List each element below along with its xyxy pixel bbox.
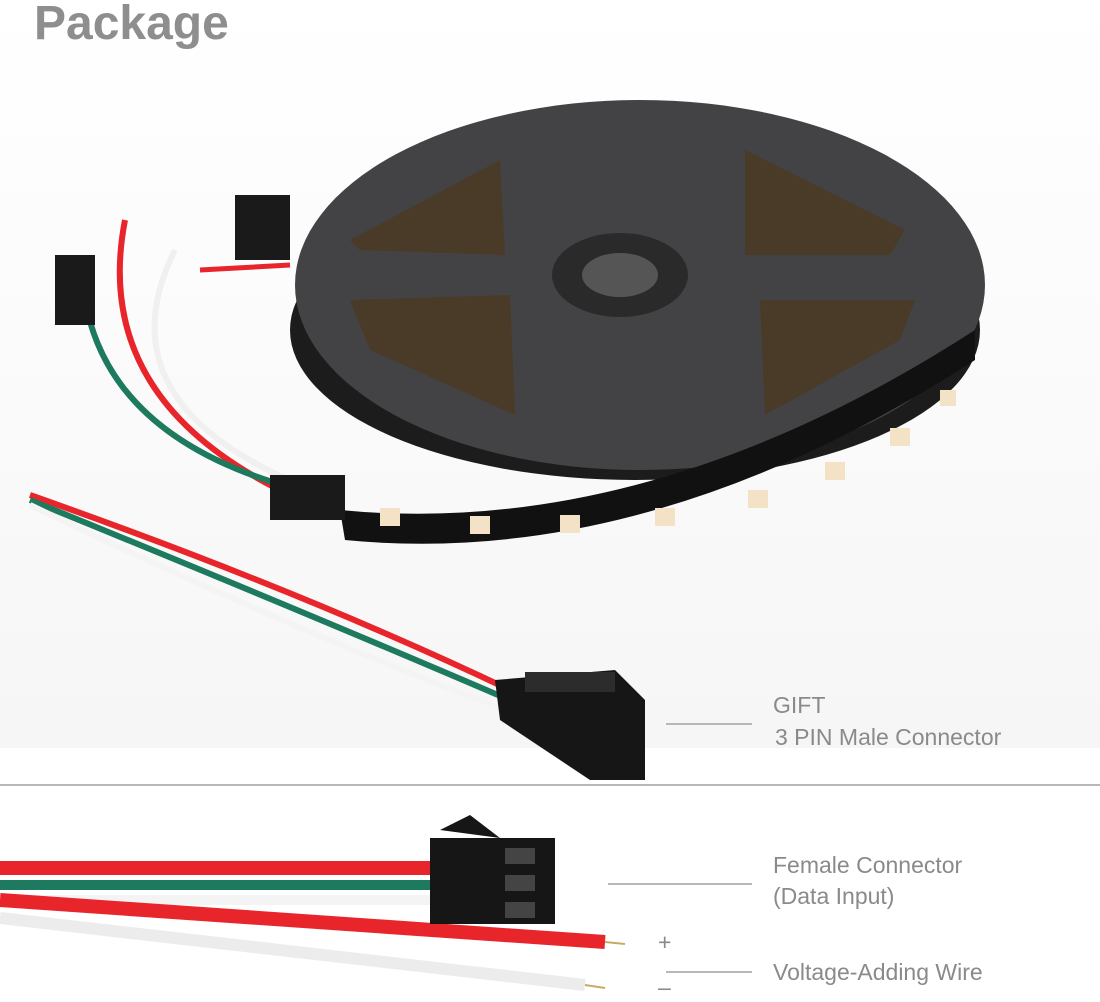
input-wires (28, 219, 512, 711)
plus-label: + (658, 929, 672, 955)
voltage-wire-label: Voltage-Adding Wire (773, 959, 983, 985)
male-connector-on-reel (235, 195, 290, 260)
data-input-label: (Data Input) (773, 883, 895, 909)
female-connector-small (55, 255, 95, 325)
voltage-wire-pointer-line (666, 971, 752, 973)
male-connector-gift (495, 670, 645, 780)
minus-label: – (658, 974, 671, 1000)
led-strip-reel (290, 100, 985, 544)
female-connector (430, 815, 555, 924)
female-connector-label: Female Connector (773, 852, 963, 878)
strip-connector-sleeve (270, 475, 345, 520)
page-title: Package (34, 0, 229, 50)
male-connector-label: 3 PIN Male Connector (775, 724, 1002, 750)
bottom-wires (0, 861, 626, 991)
female-connector-pointer-line (608, 883, 752, 885)
led-chips (380, 390, 956, 534)
male-connector-pointer-line (666, 723, 752, 725)
gift-label: GIFT (773, 692, 826, 718)
section-divider (0, 784, 1100, 786)
